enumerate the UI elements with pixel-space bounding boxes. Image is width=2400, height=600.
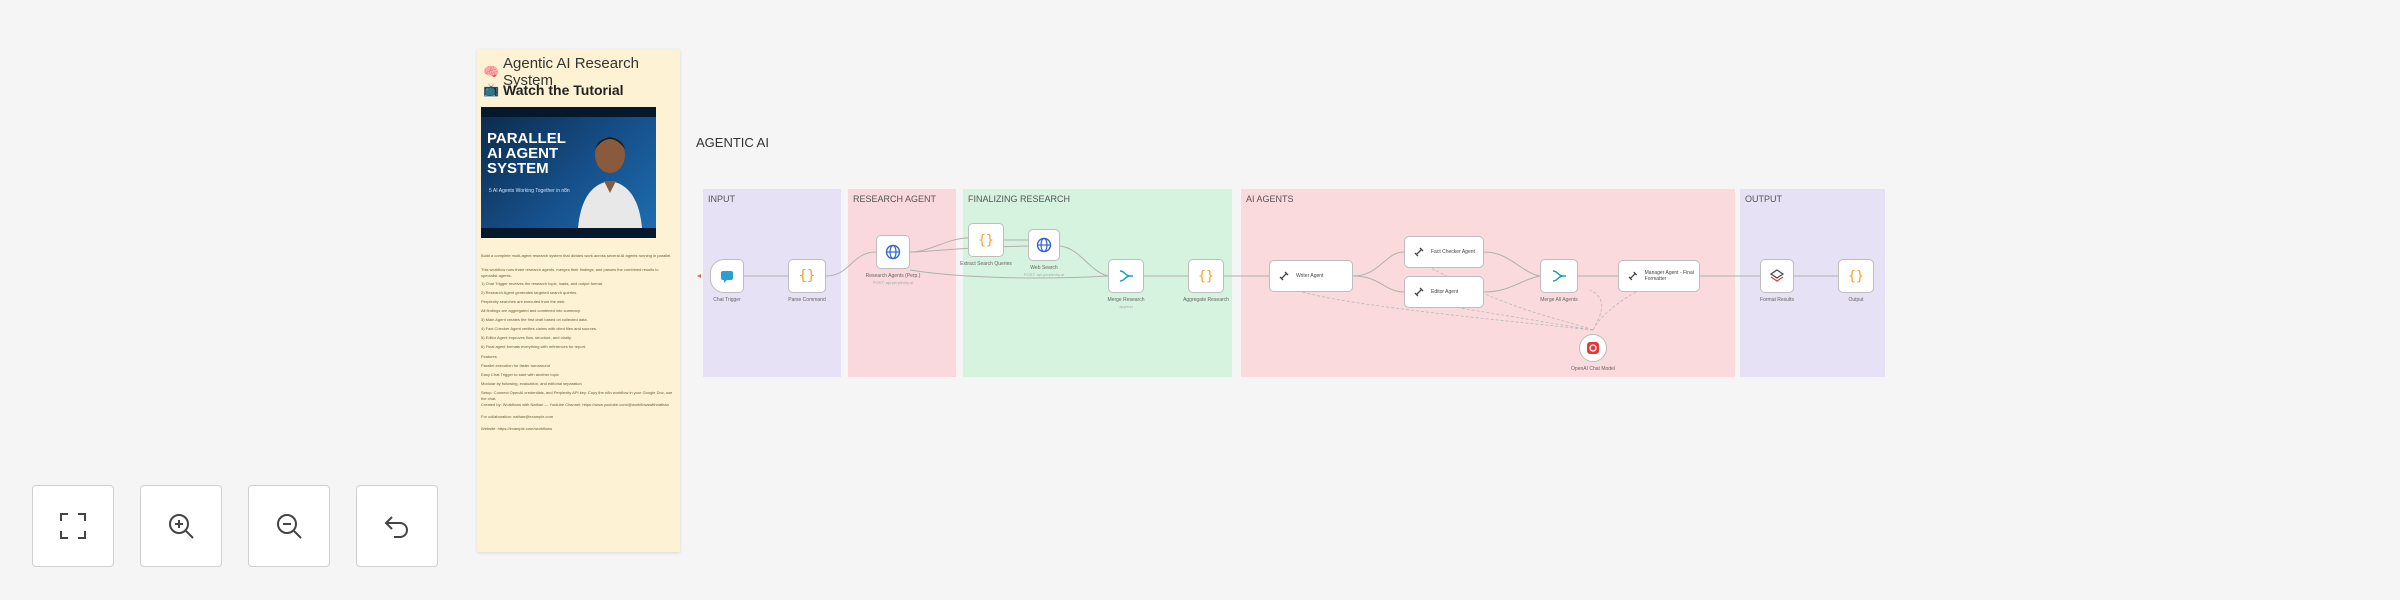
sticky-paragraph: Parallel execution for faster turnaround: [481, 363, 550, 368]
chat-icon: [721, 271, 733, 283]
node-merge-research[interactable]: [1108, 259, 1144, 293]
thumbnail-headline: PARALLEL AI AGENT SYSTEM: [487, 130, 566, 177]
node-label: Editor Agent: [1431, 289, 1459, 295]
thumbnail-caption: 5 AI Agents Working Together in n8n: [489, 188, 570, 194]
node-label: Parse Command: [788, 297, 826, 303]
globe-icon: [1036, 237, 1052, 253]
node-label: Research Agents (Perp.): [865, 273, 921, 279]
node-sublabel: POST: api.perplexity.ai: [1023, 272, 1065, 277]
group-label: OUTPUT: [1745, 194, 1782, 204]
thumbnail-letterbox-top: [481, 107, 656, 117]
node-parse-command[interactable]: {}: [788, 259, 826, 293]
sticky-title: 🧠 Agentic AI Research System: [483, 55, 680, 89]
node-merge-all-agents[interactable]: [1540, 259, 1578, 293]
code-braces-icon: {}: [1848, 268, 1864, 284]
layers-icon: [1769, 269, 1785, 282]
node-sublabel: POST: api.perplexity.ai: [872, 280, 914, 285]
tutorial-video-thumbnail[interactable]: PARALLEL AI AGENT SYSTEM 5 AI Agents Wor…: [481, 107, 656, 238]
sticky-note[interactable]: 🧠 Agentic AI Research System 📺 Watch the…: [477, 49, 680, 552]
fullscreen-icon: [60, 513, 86, 539]
group-research-agent[interactable]: RESEARCH AGENT: [848, 189, 956, 377]
sticky-paragraph: 5) Editor Agent improves flow, structure…: [481, 335, 572, 340]
brain-icon: 🧠: [483, 64, 500, 79]
sticky-paragraph: Modular by following, evaluation, and ed…: [481, 381, 582, 386]
zoom-in-button[interactable]: [140, 485, 222, 567]
ai-agent-icon: [1628, 271, 1638, 281]
canvas-title: AGENTIC AI: [696, 135, 769, 150]
node-label: Manager Agent - Final Formatter: [1644, 270, 1694, 282]
zoom-in-icon: [169, 514, 194, 539]
zoom-out-button[interactable]: [248, 485, 330, 567]
node-sublabel: append: [1119, 304, 1133, 309]
node-label: Extract Search Queries: [960, 261, 1012, 267]
thumbnail-letterbox-bottom: [481, 228, 656, 238]
node-manager-agent[interactable]: Manager Agent - Final Formatter: [1618, 260, 1700, 292]
node-label: Chat Trigger: [713, 297, 741, 303]
node-fact-checker-agent[interactable]: Fact Checker Agent: [1404, 236, 1484, 268]
group-label: FINALIZING RESEARCH: [968, 194, 1071, 204]
node-format-results[interactable]: [1760, 259, 1794, 293]
sticky-paragraph: 1) Chat Trigger receives the research to…: [481, 281, 604, 286]
node-label: Fact Checker Agent: [1431, 249, 1475, 255]
globe-icon: [885, 244, 901, 260]
zoom-out-icon: [277, 514, 302, 539]
sticky-paragraph: Setup: Connect OpenAI credentials, and P…: [481, 390, 673, 401]
group-finalizing-research[interactable]: FINALIZING RESEARCH: [963, 189, 1232, 377]
tutorial-heading: 📺 Watch the Tutorial: [483, 82, 624, 98]
sticky-paragraph: 3) Main Agent creates the first draft ba…: [481, 317, 588, 322]
sticky-paragraph: Features: [481, 354, 497, 359]
node-extract-search-queries[interactable]: {}: [968, 223, 1004, 257]
tutorial-heading-text: Watch the Tutorial: [503, 82, 624, 98]
node-label: Merge Research: [1107, 297, 1145, 303]
fit-view-button[interactable]: [32, 485, 114, 567]
trigger-marker: [697, 274, 701, 278]
code-braces-icon: {}: [978, 232, 994, 248]
node-aggregate-research[interactable]: {}: [1188, 259, 1224, 293]
node-label: Aggregate Research: [1183, 297, 1229, 303]
merge-icon: [1552, 270, 1566, 282]
node-chat-trigger[interactable]: [710, 259, 744, 293]
node-label: Output: [1848, 297, 1864, 303]
ai-agent-icon: [1414, 247, 1424, 257]
group-label: RESEARCH AGENT: [853, 194, 937, 204]
node-label: Web Search: [1030, 265, 1058, 271]
undo-button[interactable]: [356, 485, 438, 567]
node-label: Writer Agent: [1296, 273, 1324, 279]
sticky-paragraph: Build a complete multi-agent research sy…: [481, 253, 672, 258]
code-braces-icon: {}: [1198, 268, 1214, 284]
sticky-title-text: Agentic AI Research System: [503, 55, 639, 89]
sticky-paragraph: For collaboration: nathan@example.com: [481, 414, 554, 419]
ai-agent-icon: [1414, 287, 1424, 297]
tv-icon: 📺: [483, 82, 500, 97]
node-openai-chat-model[interactable]: [1579, 334, 1607, 362]
node-output[interactable]: {}: [1838, 259, 1874, 293]
sticky-paragraph: This workflow runs three research agents…: [481, 267, 659, 278]
group-label: INPUT: [708, 194, 735, 204]
node-label: Merge All Agents: [1540, 297, 1578, 303]
group-label: AI AGENTS: [1246, 194, 1294, 204]
node-editor-agent[interactable]: Editor Agent: [1404, 276, 1484, 308]
sticky-paragraph: Perplexity searches are executed from th…: [481, 299, 566, 304]
openai-icon: [1587, 342, 1599, 354]
node-label: Format Results: [1760, 297, 1794, 303]
ai-agent-icon: [1279, 271, 1289, 281]
undo-icon: [384, 516, 408, 538]
node-writer-agent[interactable]: Writer Agent: [1269, 260, 1353, 292]
node-web-search[interactable]: [1028, 229, 1060, 261]
sticky-paragraph: All findings are aggregated and combined…: [481, 308, 581, 313]
sticky-paragraph: 4) Fact Checker Agent verifies claims wi…: [481, 326, 598, 331]
sticky-paragraph: Website: https://example.com/workflows: [481, 426, 553, 431]
node-label: OpenAI Chat Model: [1571, 366, 1615, 372]
sticky-paragraph: 6) Final agent formats everything with r…: [481, 344, 587, 349]
sticky-paragraph: Easy Chat Trigger to start with another …: [481, 372, 559, 377]
sticky-paragraph: 2) Research Agent generates targeted sea…: [481, 290, 578, 295]
merge-icon: [1119, 270, 1133, 282]
code-braces-icon: {}: [798, 268, 816, 284]
node-research-agents[interactable]: [876, 235, 910, 269]
sticky-paragraph: Created by: Workflows with Nathan — Yout…: [481, 402, 669, 407]
presenter-portrait: [578, 137, 642, 228]
